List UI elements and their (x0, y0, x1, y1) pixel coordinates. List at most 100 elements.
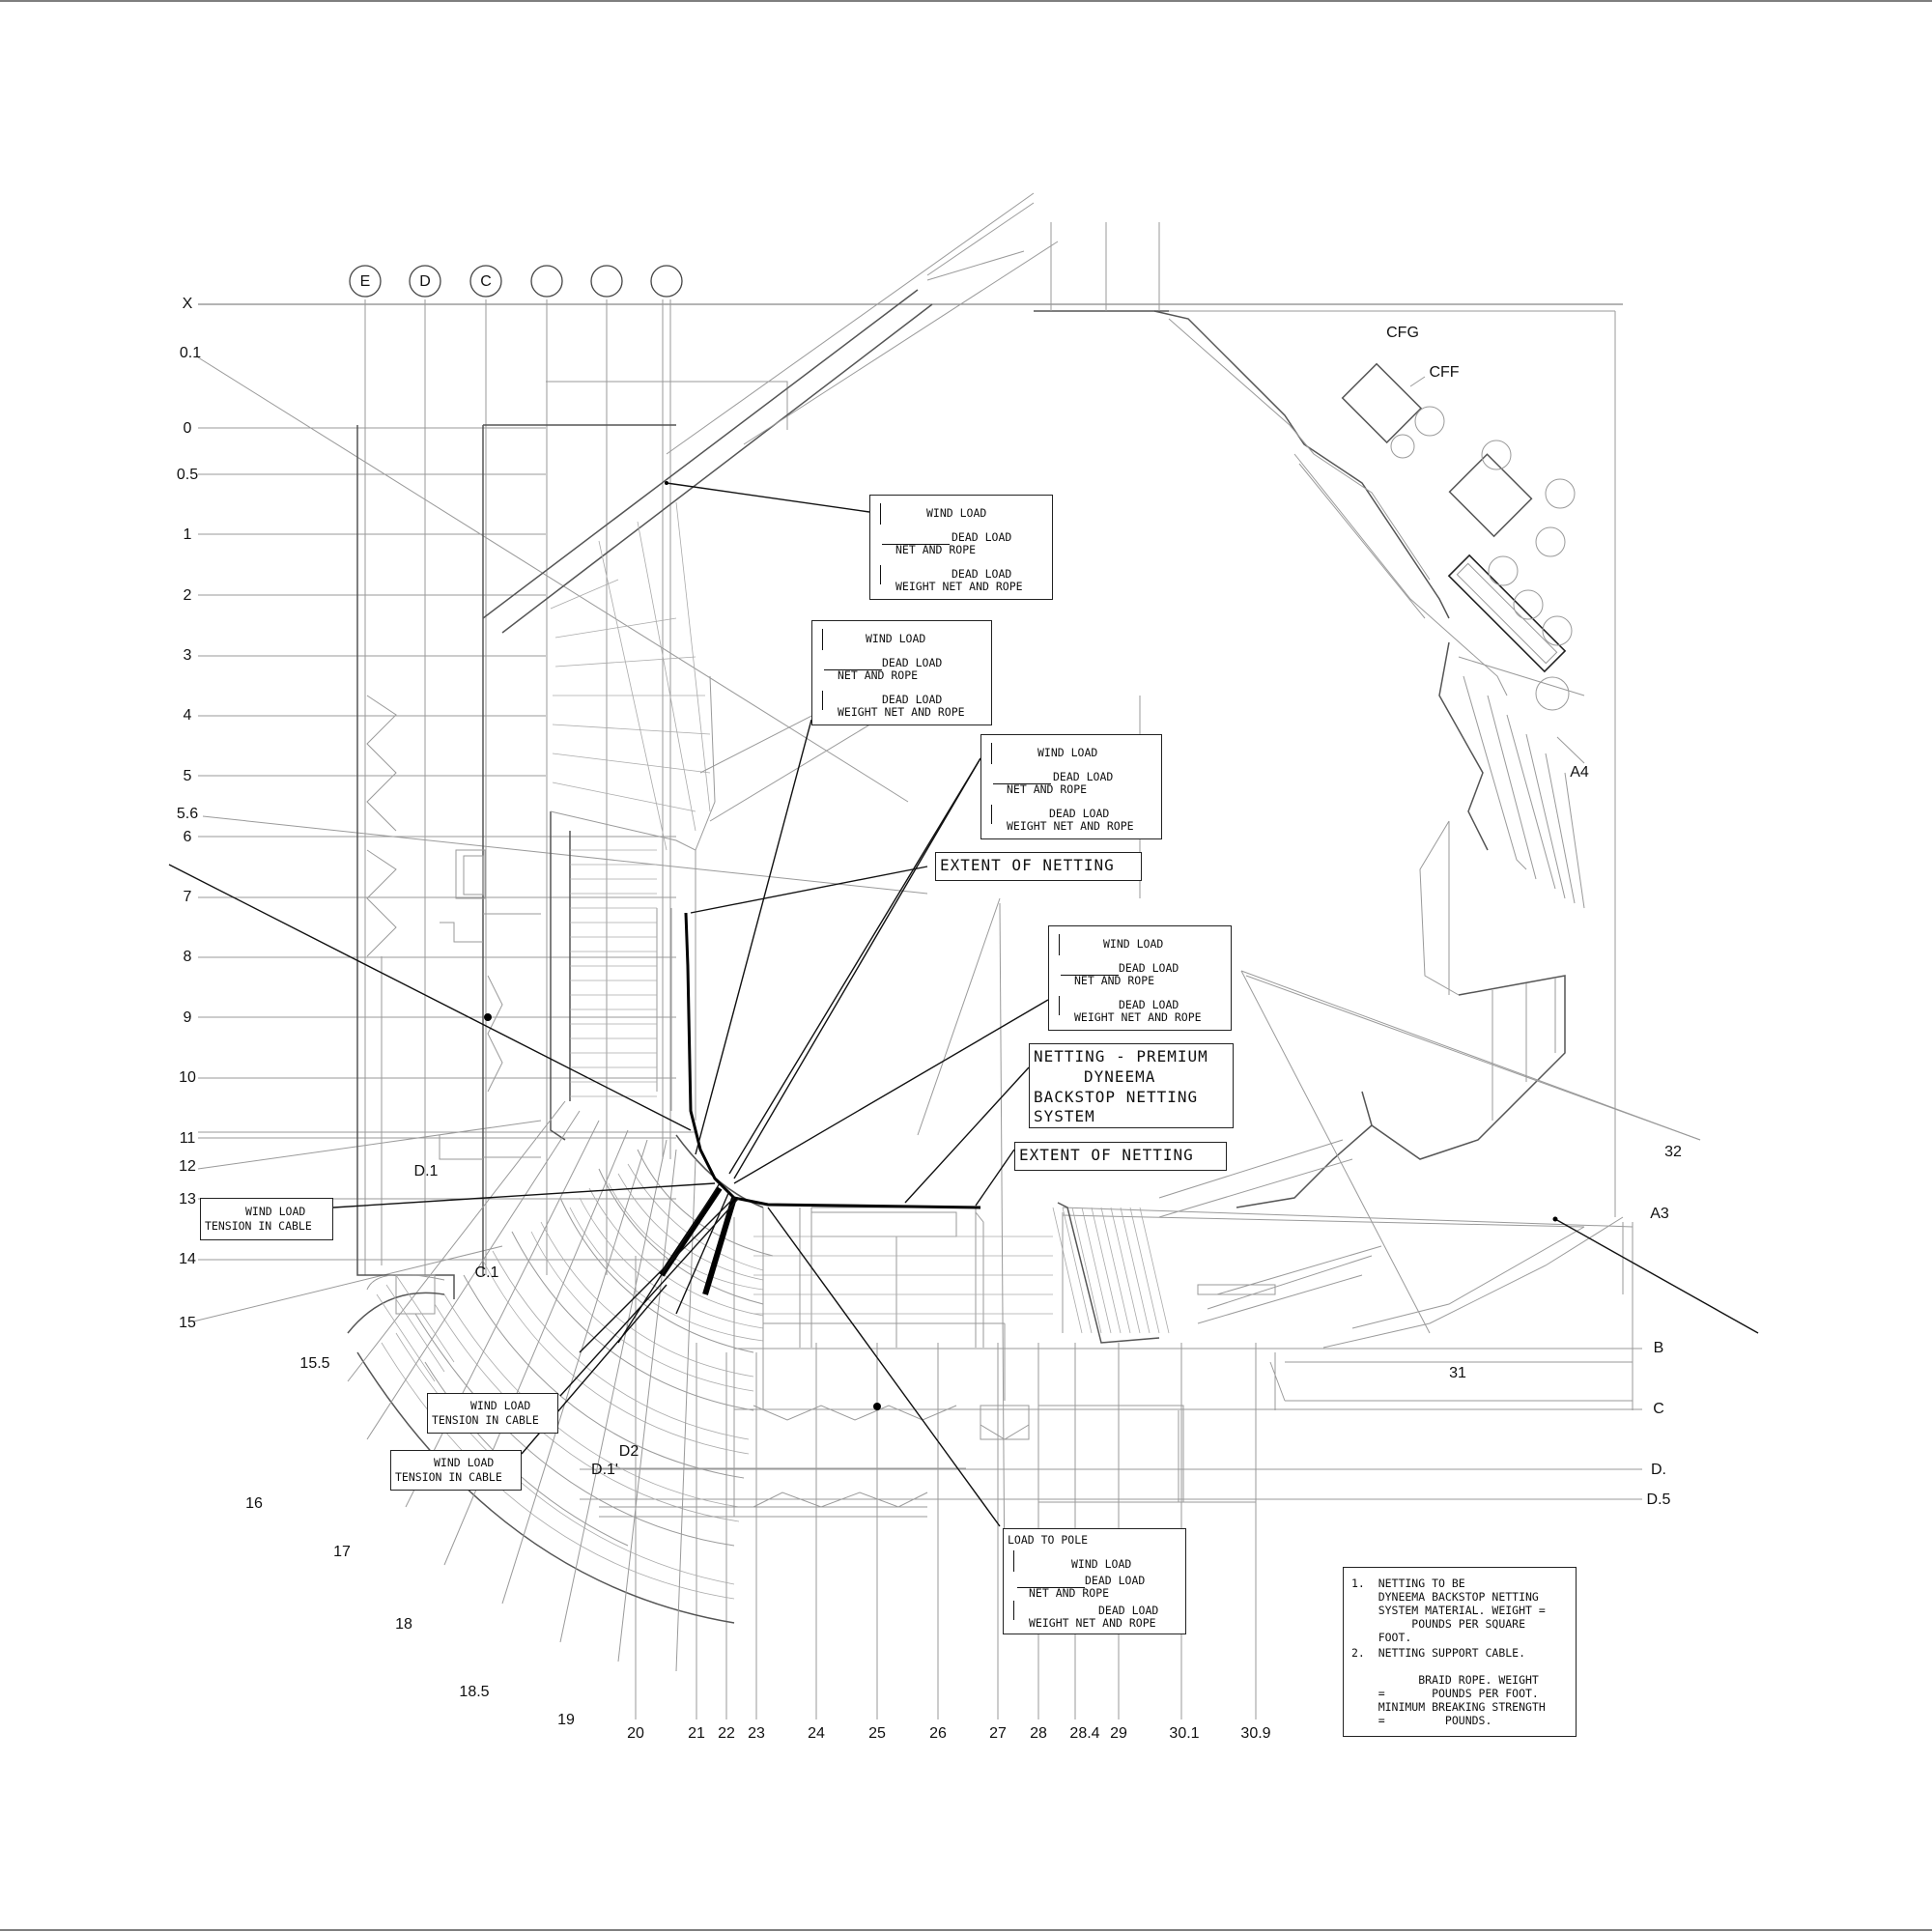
grid-row-label: 17 (333, 1544, 351, 1560)
weight-text: WEIGHT NET AND ROPE (1029, 1616, 1156, 1630)
grid-col-e: E (359, 273, 371, 290)
grid-col-label: 29 (1110, 1725, 1127, 1742)
grid-col-label: 30.1 (1169, 1725, 1200, 1742)
grid-row-label: 5.6 (176, 806, 199, 822)
note-line: SYSTEM MATERIAL. WEIGHT = (1351, 1604, 1546, 1617)
vertical-grid-lines (364, 299, 1257, 1719)
weight-text: WEIGHT NET AND ROPE (895, 580, 1023, 593)
grid-row-label: 1 (183, 526, 192, 543)
note-line: = POUNDS. (1351, 1714, 1492, 1727)
cfg-label: CFG (1386, 325, 1419, 341)
grid-col-label: 19 (557, 1712, 575, 1728)
grid-row-label: 10 (179, 1069, 196, 1086)
infield-lines (699, 666, 1701, 1595)
grid-row-label: 2 (183, 587, 192, 604)
note-line: MINIMUM BREAKING STRENGTH (1351, 1700, 1546, 1714)
extent-text: EXTENT OF NETTING (1019, 1146, 1194, 1164)
dead-load-arrow-icon (993, 783, 1051, 784)
tension-callout-3: WIND LOAD TENSION IN CABLE (390, 1450, 522, 1491)
wind-load-text: WIND LOAD (245, 1205, 306, 1218)
dead-load-arrow-icon (882, 544, 950, 545)
d1-prime-label: D.1' (591, 1462, 618, 1478)
wind-load-text: WIND LOAD (1071, 1557, 1132, 1571)
tension-callout-2: WIND LOAD TENSION IN CABLE (427, 1393, 558, 1434)
down-arrow-icon (1059, 996, 1060, 1015)
extent-of-netting-label-2: EXTENT OF NETTING (1014, 1142, 1227, 1171)
dead-load-arrow-icon (824, 669, 882, 670)
net-and-rope-text: NET AND ROPE (1074, 974, 1155, 987)
netting-line-2: DYNEEMA (1084, 1067, 1156, 1086)
grid-row-label: 9 (183, 1009, 192, 1026)
general-notes-box: 1. NETTING TO BE DYNEEMA BACKSTOP NETTIN… (1343, 1567, 1577, 1737)
note-line: POUNDS PER SQUARE (1351, 1617, 1526, 1631)
dead-load-text: DEAD LOAD (952, 567, 1012, 581)
dead-load-text: DEAD LOAD (952, 530, 1012, 544)
grid-row-label: 14 (179, 1251, 196, 1267)
grid-col-d: D (419, 273, 431, 290)
tension-callout-1: WIND LOAD TENSION IN CABLE (200, 1198, 333, 1240)
grid-row-label: 15.5 (299, 1355, 330, 1372)
net-and-rope-text: NET AND ROPE (895, 543, 977, 556)
d1-label: D.1 (413, 1163, 439, 1179)
load-callout-4: WIND LOAD DEAD LOAD NET AND ROPE DEAD LO… (1048, 925, 1232, 1031)
down-arrow-icon (822, 691, 823, 710)
note-line: FOOT. (1351, 1631, 1412, 1644)
grid-col-c: C (480, 273, 492, 290)
grid-31-label: 31 (1449, 1365, 1466, 1381)
wind-load-text: WIND LOAD (926, 506, 987, 520)
grid-row-label: 13 (179, 1191, 196, 1208)
grid-col-label: 25 (868, 1725, 886, 1742)
grid-row-label: 0 (183, 420, 192, 437)
weight-text: WEIGHT NET AND ROPE (838, 705, 965, 719)
dead-load-text: DEAD LOAD (1098, 1604, 1159, 1617)
wind-load-text: WIND LOAD (866, 632, 926, 645)
grid-row-label: 5 (183, 768, 192, 784)
note-line: 1. NETTING TO BE (1351, 1577, 1465, 1590)
wind-arrow-icon (1013, 1550, 1014, 1572)
grid-row-d5: D.5 (1646, 1492, 1671, 1508)
netting-line-3: BACKSTOP NETTING (1034, 1088, 1199, 1106)
grid-row-label: 15 (179, 1315, 196, 1331)
grid-col-label: 21 (688, 1725, 705, 1742)
leader-lines (168, 481, 1759, 1527)
note-line: = POUNDS PER FOOT. (1351, 1687, 1539, 1700)
home-plate-seating (347, 1100, 1257, 1672)
grid-row-label: 3 (183, 647, 192, 664)
grid-col-label: 30.9 (1240, 1725, 1271, 1742)
pole-title: LOAD TO POLE (1008, 1533, 1089, 1547)
grid-col-label: 27 (989, 1725, 1007, 1742)
down-arrow-icon (991, 805, 992, 824)
grid-col-label: 22 (718, 1725, 735, 1742)
grid-col-label: 23 (748, 1725, 765, 1742)
netting-line-1: NETTING - PREMIUM (1034, 1047, 1208, 1065)
grid-col-label: 24 (808, 1725, 825, 1742)
weight-text: WEIGHT NET AND ROPE (1074, 1010, 1202, 1024)
dead-load-text: DEAD LOAD (882, 693, 943, 706)
dead-load-arrow-icon (1061, 975, 1119, 976)
down-arrow-icon (880, 565, 881, 584)
tension-text: TENSION IN CABLE (432, 1413, 539, 1427)
grid-row-label: 4 (183, 707, 192, 724)
wind-load-text: WIND LOAD (434, 1456, 495, 1469)
load-callout-2: WIND LOAD DEAD LOAD NET AND ROPE DEAD LO… (811, 620, 992, 725)
load-to-pole-callout: LOAD TO POLE WIND LOAD DEAD LOAD NET AND… (1003, 1528, 1186, 1634)
net-and-rope-text: NET AND ROPE (1007, 782, 1088, 796)
tension-text: TENSION IN CABLE (205, 1219, 312, 1233)
load-callout-1: WIND LOAD DEAD LOAD NET AND ROPE DEAD LO… (869, 495, 1053, 600)
wind-load-text: WIND LOAD (1037, 746, 1098, 759)
netting-system-label: NETTING - PREMIUM DYNEEMA BACKSTOP NETTI… (1029, 1043, 1234, 1128)
backstop-netting (579, 912, 981, 1353)
dead-load-text: DEAD LOAD (882, 656, 943, 669)
dead-load-arrow-icon (1017, 1587, 1085, 1588)
a4-label: A4 (1570, 764, 1589, 781)
wind-arrow-icon (880, 503, 881, 525)
dead-load-text: DEAD LOAD (1085, 1574, 1146, 1587)
top-grid-bubbles (349, 265, 683, 298)
dead-load-text: DEAD LOAD (1119, 961, 1179, 975)
grid-row-label: 18 (395, 1616, 412, 1633)
grid-row-label: 12 (179, 1158, 196, 1175)
grid-col-label: 28.4 (1069, 1725, 1100, 1742)
wind-arrow-icon (1059, 934, 1060, 955)
d2-label: D2 (618, 1443, 639, 1460)
